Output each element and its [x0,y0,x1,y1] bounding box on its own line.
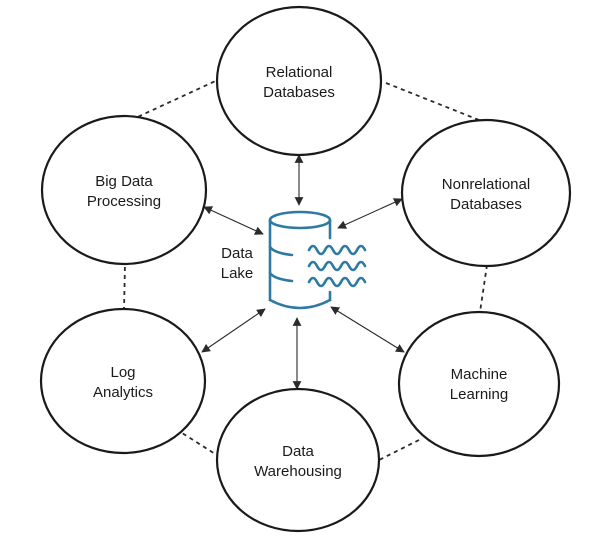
node-label-line1: Data [282,443,314,460]
node-label-line1: Relational [266,64,333,81]
dashed-link-warehousing-log [181,432,221,458]
arrow-big-data [203,206,264,235]
dashed-link-relational-nonrelational [385,82,480,121]
node-label-line2: Processing [87,193,161,210]
node-log-analytics: Log Analytics [39,307,207,455]
node-label-line2: Learning [450,386,508,403]
node-machine-learning: Machine Learning [397,310,561,458]
node-relational-databases: Relational Databases [215,5,383,157]
arrow-log-analytics [201,308,266,353]
node-label-line2: Databases [263,84,335,101]
node-label-line2: Analytics [93,384,153,401]
node-label-line1: Big Data [95,173,153,190]
arrow-nonrelational [337,198,403,229]
dashed-link-nonrelational-machine [479,264,488,313]
arrow-machine-learning [330,306,405,353]
hub-label-line2: Lake [221,265,254,282]
hub-label-line1: Data [221,245,253,262]
dashed-link-bigdata-relational [130,77,223,121]
node-label-line2: Databases [450,196,522,213]
hub-connections [201,154,405,390]
node-label-line2: Warehousing [254,463,342,480]
dashed-link-machine-warehousing [374,439,420,463]
hub-data-lake: Data Lake [221,210,367,310]
node-label-line1: Nonrelational [442,176,530,193]
node-nonrelational-databases: Nonrelational Databases [400,118,572,268]
node-label-line1: Log [110,364,135,381]
node-data-warehousing: Data Warehousing [215,387,381,533]
node-label-line1: Machine [451,366,508,383]
database-waves-icon [268,210,367,310]
node-big-data-processing: Big Data Processing [40,114,208,266]
dashed-link-log-bigdata [123,262,126,312]
ring-connections [123,77,488,463]
